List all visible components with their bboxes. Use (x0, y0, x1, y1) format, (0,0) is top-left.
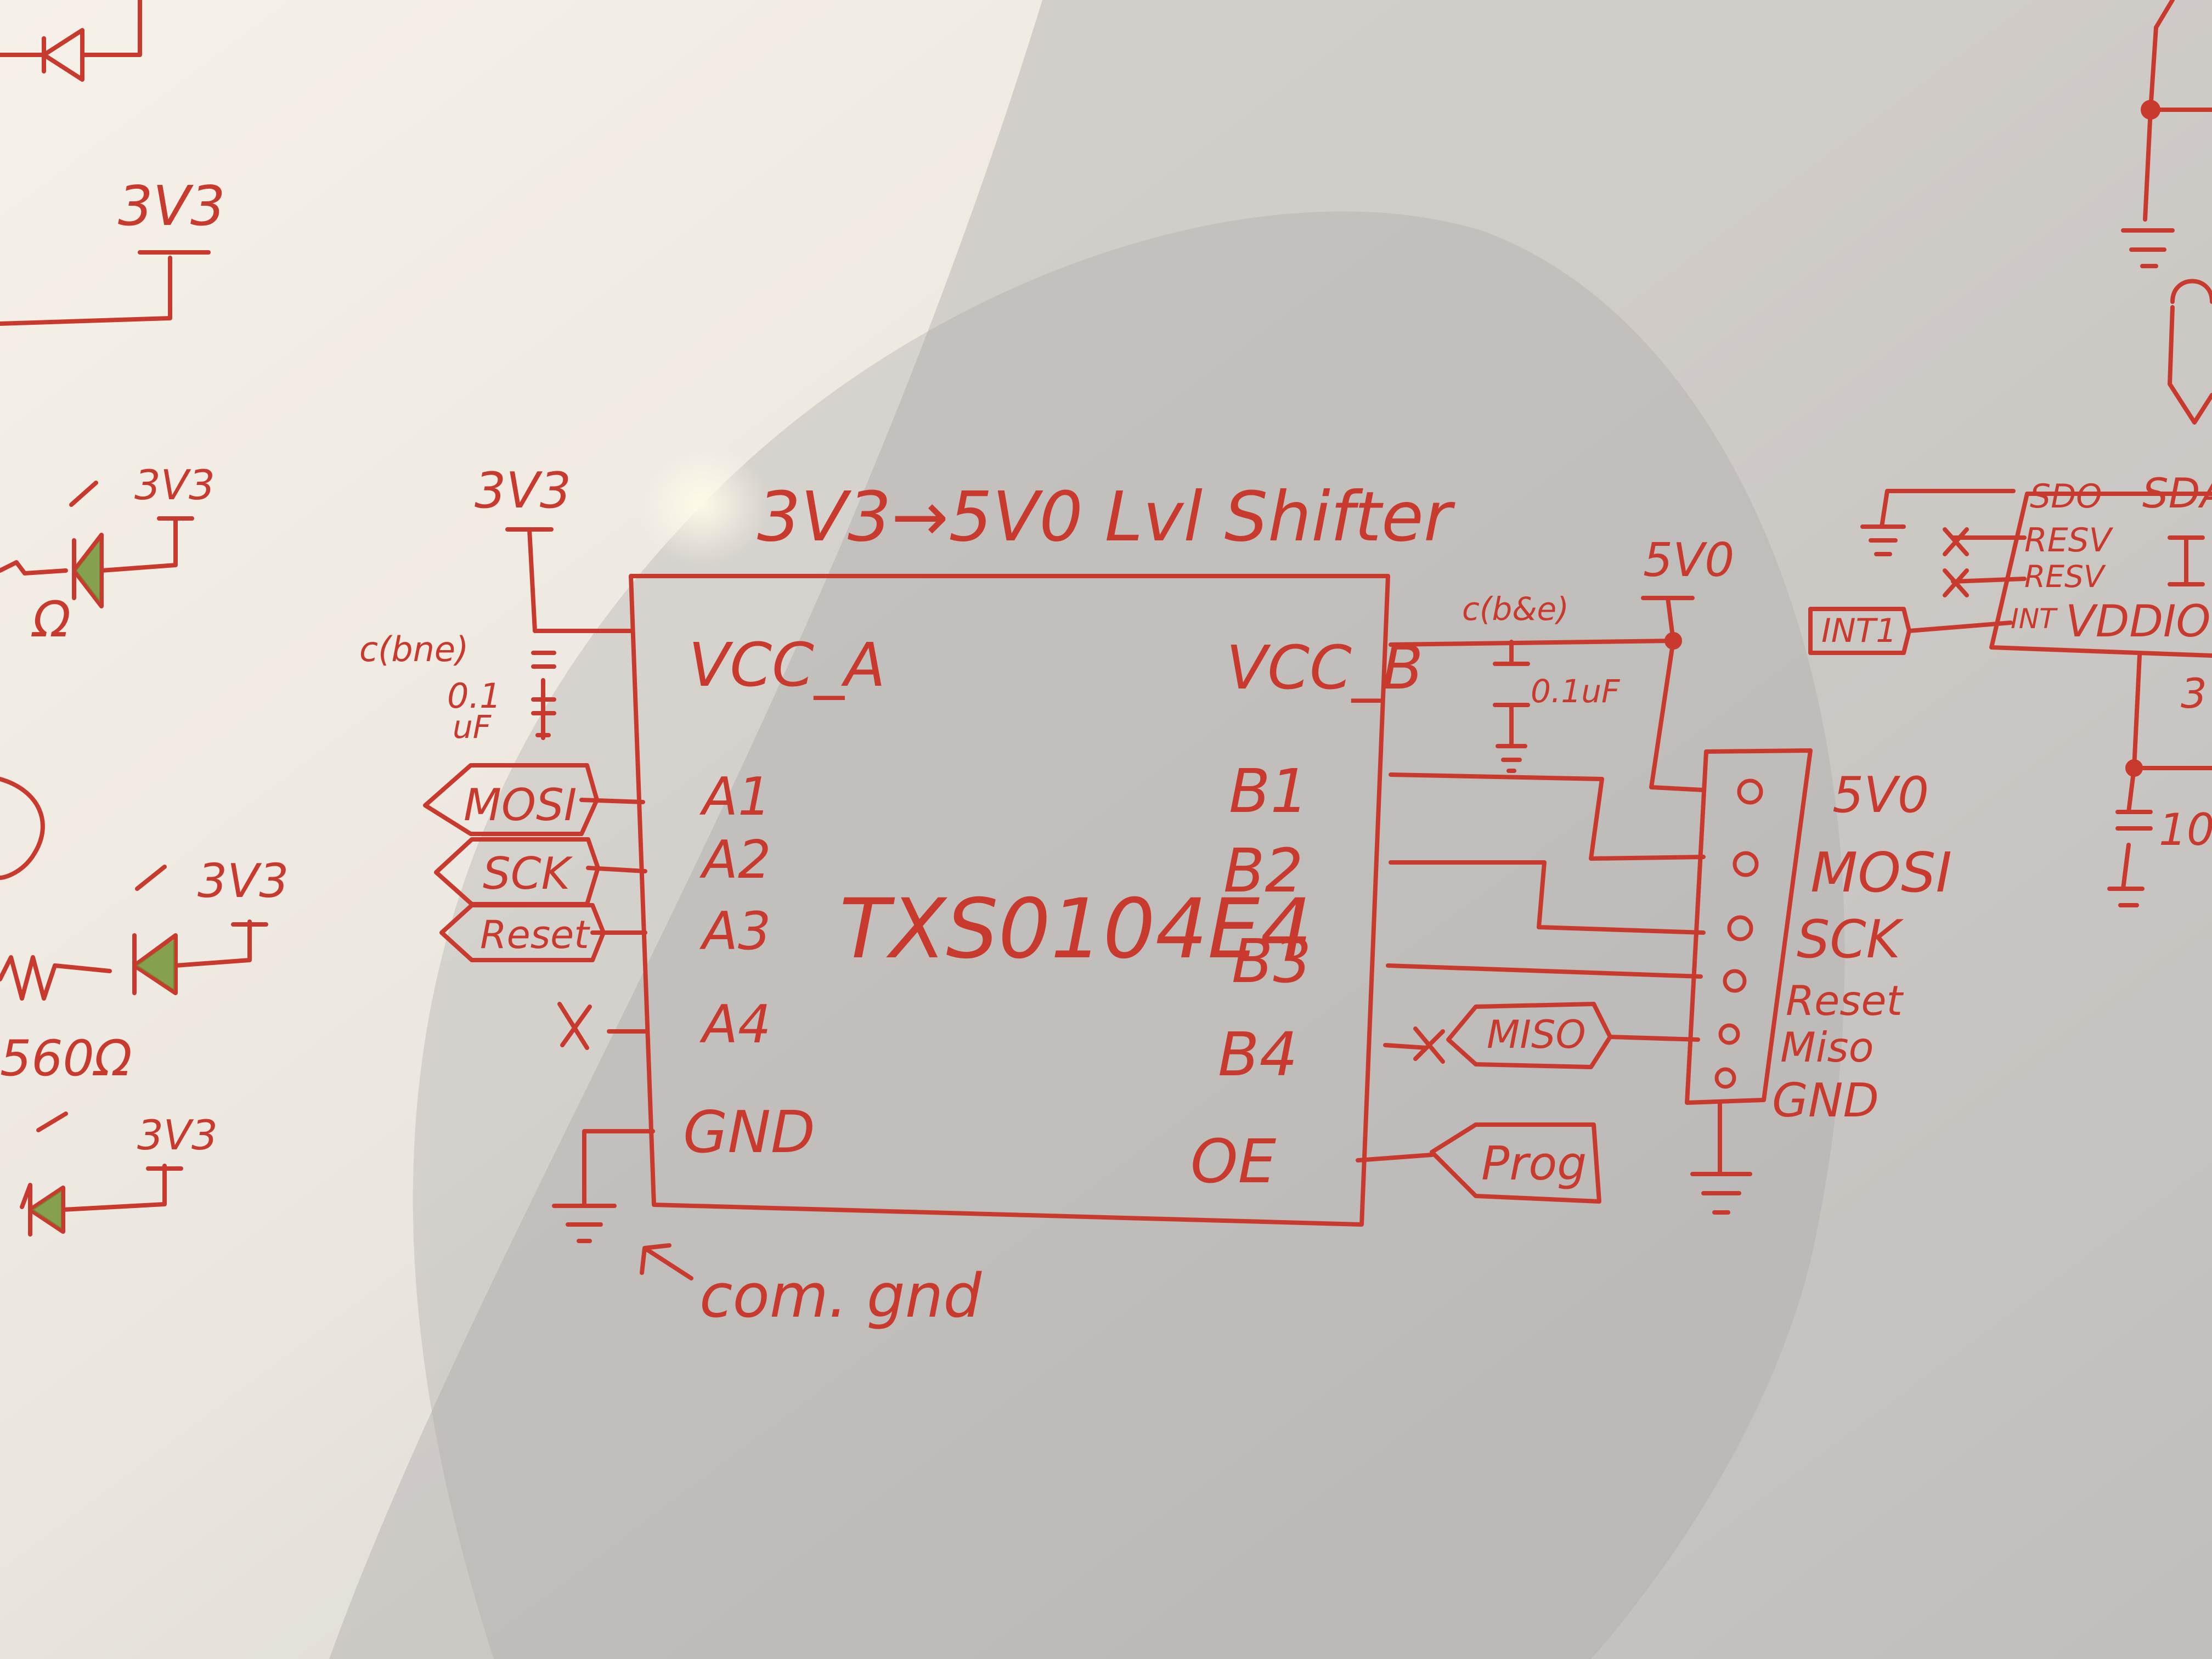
pin-wire-oe (1356, 1153, 1434, 1163)
junction-5v0 (1664, 632, 1682, 650)
frag-top-led (0, 0, 142, 82)
header-label-miso: Miso (1780, 1023, 1874, 1071)
tag-prog-label: Prog (1481, 1137, 1587, 1191)
frag-label-3v3-led1: 3V3 (134, 461, 215, 509)
pin-label-a4: A4 (699, 995, 771, 1055)
pin-wire-b4 (1383, 1043, 1429, 1050)
right-cap-value: 0.1uF (1531, 673, 1621, 710)
frag-pin-resv-1: RESV (2024, 521, 2114, 560)
pin-label-b2: B2 (1223, 836, 1303, 906)
frag-pin-sdo: SDO (2030, 477, 2102, 516)
frag-loop (0, 777, 45, 880)
frag-right-cap-top (2168, 279, 2212, 425)
light-glare (636, 444, 768, 565)
gnd-note-arrow (640, 1243, 693, 1280)
tag-sck-label: SCK (483, 848, 573, 899)
header-pin-5 (1718, 1023, 1740, 1045)
frag-int-tag (1808, 607, 2013, 655)
gnd-note: com. gnd (699, 1261, 982, 1331)
pin-wire-b2 (1389, 860, 1706, 935)
pin-wire-b3 (1386, 963, 1703, 979)
chip-part-number: TXS0104E4 (839, 882, 1312, 977)
nc-cross-b4 (1413, 1026, 1445, 1064)
tag-mosi-label: MOSI (464, 780, 577, 831)
tag-miso-wire (1608, 1035, 1700, 1042)
tag-miso-label: MISO (1487, 1012, 1586, 1057)
frag-right-junction-2 (2125, 759, 2143, 777)
led-fill-3 (32, 1190, 61, 1229)
left-cap-symbol (531, 651, 556, 740)
header-label-gnd: GND (1772, 1074, 1879, 1128)
tag-mosi-outline (423, 763, 599, 836)
frag-pin-vddio: VDDIO (2066, 596, 2211, 647)
supply-3v3-wire (527, 527, 633, 633)
header-label-reset: Reset (1786, 977, 1904, 1025)
led-fill-1 (76, 540, 100, 602)
pin-label-a3: A3 (699, 901, 771, 962)
header-label-sck: SCK (1797, 910, 1904, 970)
pin-label-b1: B1 (1229, 756, 1308, 826)
led-fill-2 (136, 939, 174, 990)
frag-led-1 (0, 481, 194, 608)
header-pin-2 (1733, 851, 1759, 877)
frag-pin-resv-2: RESV (2024, 559, 2106, 594)
right-supply-label: 5V0 (1643, 533, 1734, 588)
header-pin-6 (1714, 1067, 1736, 1089)
header-pin-3 (1727, 915, 1753, 941)
shadow-region (329, 0, 2212, 1659)
pin-wire-b1 (1389, 772, 1706, 861)
frag-led-3 (20, 1111, 183, 1237)
frag-resistor-2 (0, 865, 268, 1001)
pin-label-vcca: VCC_A (689, 630, 885, 700)
pin-label-b4: B4 (1218, 1019, 1297, 1090)
diagram-title: 3V3→5V0 Lvl Shifter (757, 477, 1455, 557)
tag-reset-outline (439, 903, 606, 962)
pin-label-gnd: GND (683, 1099, 815, 1166)
left-cap-ref: c(bne) (359, 629, 469, 669)
header-label-mosi: MOSI (1810, 840, 1952, 905)
left-cap-value-2: uF (453, 708, 492, 746)
tag-prog-outline (1430, 1122, 1601, 1204)
right-cap-symbol (1493, 640, 1530, 773)
header-outline (1685, 748, 1813, 1105)
header-pin-1 (1737, 778, 1763, 805)
pin-label-a2: A2 (699, 830, 771, 890)
frag-int-tag-label: INT1 (1821, 612, 1897, 650)
header-pin-4 (1723, 969, 1747, 993)
frag-right-resv-x (1943, 527, 2027, 597)
shadow-figure (413, 211, 1845, 1659)
frag-right-junction (2141, 100, 2160, 120)
pin-label-a1: A1 (699, 767, 771, 827)
chip-outline (629, 574, 1390, 1227)
right-cap-ref: c(b&e) (1462, 590, 1569, 628)
tag-reset-label: Reset (480, 912, 590, 957)
nc-cross-a4 (557, 1002, 592, 1050)
frag-right-chip (1989, 492, 2212, 658)
left-supply-label: 3V3 (475, 462, 571, 520)
header-label-5v0: 5V0 (1832, 766, 1929, 824)
frag-pin-sda: SDA (2142, 469, 2212, 517)
frag-wire-top (0, 250, 211, 326)
pin-wire-a1 (579, 798, 645, 804)
pin-label-oe: OE (1190, 1126, 1277, 1197)
frag-right-sdo-wire (1860, 489, 2016, 556)
frag-pin-int: INT (2011, 603, 2058, 635)
frag-label-3v3-top: 3V3 (118, 174, 225, 238)
pin-label-vccb: VCC_B (1226, 633, 1423, 703)
frag-value-10: 10 (2159, 804, 2212, 855)
frag-right-bar (2168, 535, 2205, 586)
frag-label-560: 560Ω (0, 1030, 132, 1087)
pin-label-b3: B3 (1232, 926, 1311, 996)
frag-label-3v3-led3: 3V3 (137, 1111, 218, 1159)
left-cap-value-1: 0.1 (447, 676, 501, 716)
frag-label-3v3-led2: 3V3 (198, 854, 289, 909)
header-gnd-symbol (1690, 1172, 1752, 1215)
frag-label-ohm-1: Ω (31, 591, 71, 648)
left-gnd-symbol (552, 1204, 617, 1243)
frag-value-3: 3 (2181, 669, 2207, 718)
frag-right-top-wire (2121, 0, 2212, 268)
left-gnd-wire (582, 1129, 655, 1206)
